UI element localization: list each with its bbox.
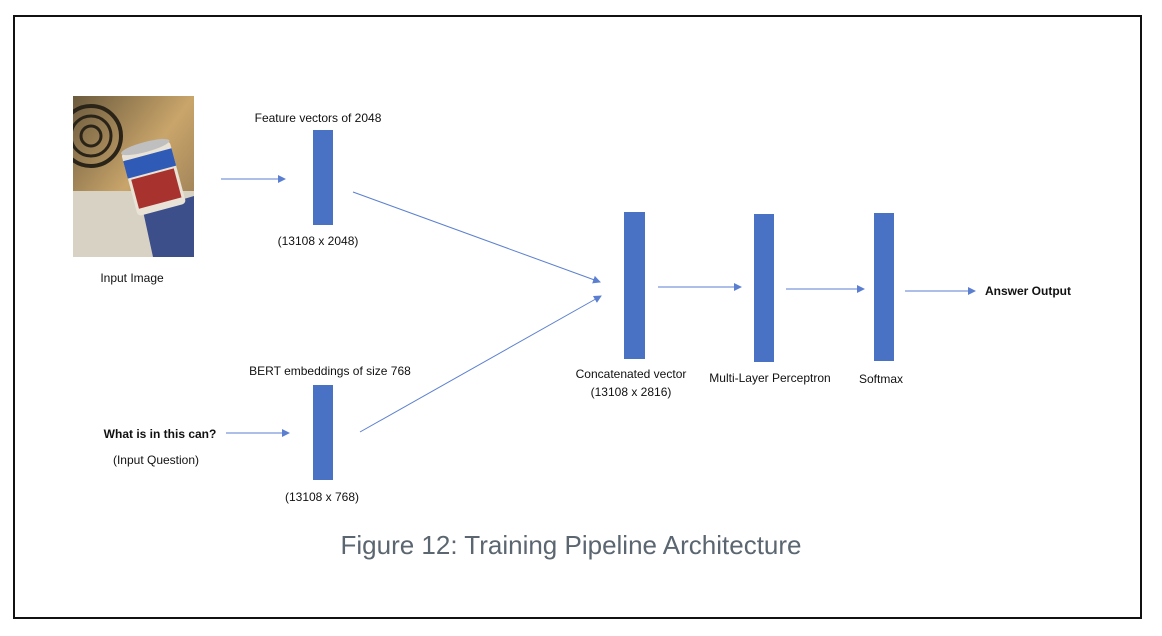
- mlp-block: [754, 214, 774, 362]
- bert-shape: (13108 x 768): [284, 490, 360, 504]
- input-question-label: (Input Question): [112, 453, 200, 467]
- feature-vector-block: [313, 130, 333, 225]
- bert-title: BERT embeddings of size 768: [249, 364, 411, 378]
- mlp-title: Multi-Layer Perceptron: [709, 371, 831, 385]
- input-question-text: What is in this can?: [103, 427, 217, 441]
- input-image-photo: [73, 96, 194, 257]
- arrow-features-to-concat: [352, 191, 601, 284]
- concatenated-vector-block: [624, 212, 645, 359]
- arrow-bert-to-concat: [359, 295, 602, 433]
- feature-vectors-title: Feature vectors of 2048: [254, 111, 382, 125]
- figure-frame: [13, 15, 1142, 619]
- concatenated-vector-title: Concatenated vector: [575, 367, 687, 381]
- figure-caption: Figure 12: Training Pipeline Architectur…: [340, 530, 802, 560]
- concatenated-vector-shape: (13108 x 2816): [590, 385, 672, 399]
- feature-vectors-shape: (13108 x 2048): [277, 234, 359, 248]
- softmax-title: Softmax: [858, 372, 904, 386]
- input-image-label: Input Image: [100, 271, 164, 285]
- answer-output-label: Answer Output: [985, 284, 1071, 298]
- bert-embedding-block: [313, 385, 333, 480]
- softmax-block: [874, 213, 894, 361]
